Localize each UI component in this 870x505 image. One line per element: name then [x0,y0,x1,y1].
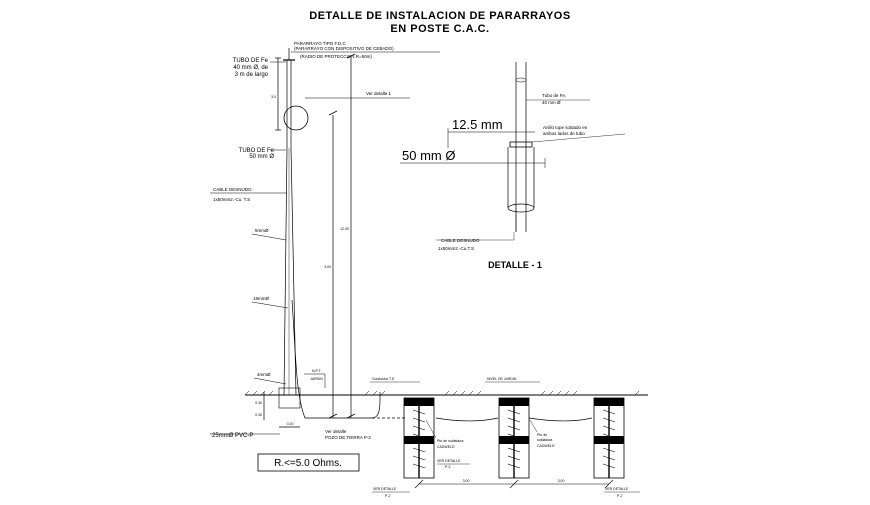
detail-tubo-fe-label-1: Tubo de Fe, [542,93,566,98]
resistance-note: R.<=5.0 Ohms. [257,453,360,472]
ver-detalle-pozo-label: Ver detalle [325,429,347,434]
ver-detalle-left-1: VER DETALLE [373,487,397,491]
earth-pit-3 [593,397,625,479]
detail-cable-label-1: CABLE DESNUDO [441,238,480,243]
conductor-label: Conductor T.S [372,377,395,381]
title-line-2: EN POSTE C.A.C. [390,23,489,35]
span-dim-1: 3.00 [463,479,470,483]
tubo-fe-40-label-3: 3 m de largo [235,72,269,78]
title-line-1: DETALLE DE INSTALACION DE PARARRAYOS [309,10,570,22]
diameter-4mm-label: 4mmØ [257,372,271,377]
dim-base-1: 0.30 [255,401,262,405]
dim-50-label: 50 mm Ø [402,148,455,163]
ground-section: Conductor T.S NIVEL DE JARDIN [244,377,648,498]
detalle-1-caption: DETALLE - 1 [488,260,542,270]
pvc-label: 25mmØ PVC-P [212,433,253,439]
dim-base-2: 0.30 [255,413,262,417]
tubo-fe-40-label-2: 40 mm Ø, de [233,65,268,71]
jardin-label: JARDIN [310,377,323,381]
earth-pit-2 [498,397,530,479]
dim-base-width: 0.20 [287,422,294,426]
anillo-label-2: ambos lados de tubo [543,131,585,136]
cadweld-2-label-3: CADWELD [537,444,555,448]
diameter-18mm-label: 18mmØ [253,296,270,301]
dim-mast: 3.0 [271,95,276,99]
cadweld-2-label-2: soldadura [537,438,552,442]
detail-1: 12.5 mm 50 mm Ø Tubo de Fe, 40 mm Ø Anil… [400,62,626,270]
dim-pole-height: 3.00 [324,265,331,269]
tubo-fe-50-label-2: 50 mm Ø [249,154,274,160]
cable-desnudo-label-1: CABLE DESNUDO [213,187,252,192]
pararrayo-label-1: PARARRAYO TIPO F.D.C [294,41,347,46]
ver-detalle-center-1: VER DETALLE [437,459,461,463]
tubo-fe-40-label-1: TUBO DE Fe [233,58,269,64]
dim-total-height: 12.00 [340,227,349,231]
earth-pit-1 [403,397,435,479]
ver-detalle-1-label: Ver detalle 1 [366,91,392,96]
cable-desnudo-label-2: 1x50mm2.-Cu. T.S [213,197,250,202]
detail-cable-label-2: 1x50mm2.-Cu.T.S [438,246,474,251]
ver-detalle-right-1: VER DETALLE [605,487,629,491]
pole-annotations: PARARRAYO TIPO F.D.C (PARARRAYO CON DISP… [210,41,440,440]
ver-detalle-center-2: P-2 [445,465,451,469]
dim-12-5-label: 12.5 mm [452,117,503,132]
npt-label: N.P.T. [312,369,321,373]
tubo-fe-50-label-1: TUBO DE Fe [239,148,275,154]
anillo-label-1: Anillo tope soldado en [543,125,588,130]
cadweld-1-label-1: Pto de soldadura [437,439,464,443]
cadweld-1-label-2: CADWELD [437,445,455,449]
pararrayo-label-3: (RADIO DE PROTECCION R=50m) [300,54,372,59]
nivel-jardin-label: NIVEL DE JARDIN [487,377,517,381]
pozo-tierra-label: POZO DE TIERRA P-2 [325,435,371,440]
cadweld-2-label-1: Pto de [537,433,547,437]
ver-detalle-left-2: P-2 [385,494,391,498]
pararrayo-label-2: (PARARRAYO CON DISPOSITIVO DE CEBADO) [294,46,394,51]
resistance-value: R.<=5.0 Ohms. [274,458,342,469]
pole-elevation: 3.0 3.00 12.00 0.30 0.30 0.20 [255,48,356,428]
detail-tubo-fe-label-2: 40 mm Ø [542,100,561,105]
diameter-5mm-label: 5mmØ [255,228,269,233]
ver-detalle-right-2: P-2 [617,494,623,498]
detail-1-marker [283,105,309,131]
span-dim-2: 3.00 [558,479,565,483]
